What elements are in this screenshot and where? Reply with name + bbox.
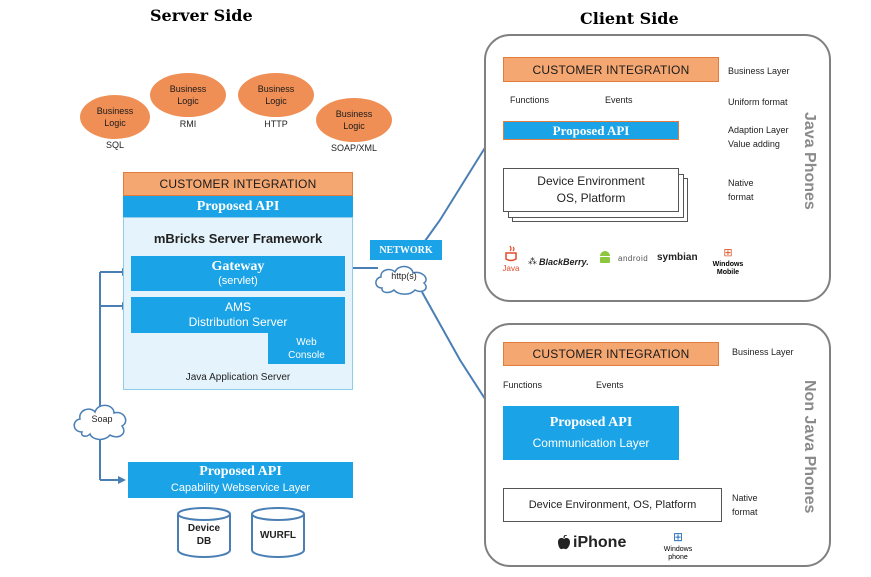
nonjava-comm-layer: Communication Layer [532, 436, 650, 450]
network-protocol: http(s) [391, 271, 417, 281]
java-note-value: Value adding [728, 139, 780, 149]
nonjava-customer-integration: CUSTOMER INTEGRATION [503, 342, 719, 366]
nonjava-proposed-api: Proposed API [549, 415, 633, 430]
business-logic-rmi: Business Logic [150, 73, 226, 117]
nonjava-note-business: Business Layer [732, 347, 794, 357]
server-side-title: Server Side [150, 6, 253, 25]
web-console-box: Web Console [268, 333, 345, 364]
blackberry-logo-text: BlackBerry. [539, 256, 589, 267]
nonjava-phones-label: Non Java Phones [801, 380, 818, 514]
apple-icon [558, 535, 570, 550]
windows-mobile-logo: ⊞ Windows Mobile [708, 243, 748, 277]
java-note-business: Business Layer [728, 66, 790, 76]
client-side-title: Client Side [580, 9, 679, 28]
caption-rmi: RMI [179, 119, 197, 129]
business-logic-http: Business Logic [238, 73, 314, 117]
iphone-logo-text: iPhone [573, 534, 627, 551]
device-db-cylinder-icon [177, 507, 231, 558]
java-logo-text: Java [502, 264, 520, 273]
device-db-line1: Device [187, 523, 221, 534]
nonjava-events-label: Events [596, 380, 624, 390]
ams-title: AMS [224, 300, 251, 314]
gateway-title: Gateway [211, 258, 265, 274]
nonjava-note-format: format [732, 507, 758, 517]
java-events-label: Events [605, 95, 633, 105]
nonjava-proposed-api-box: Proposed API Communication Layer [503, 406, 679, 460]
android-logo-text: android [618, 254, 649, 263]
windows-mobile-text: Windows Mobile [712, 261, 744, 276]
ams-box: AMS Distribution Server [131, 297, 345, 333]
device-db-line2: DB [196, 536, 212, 547]
java-note-format: format [728, 192, 754, 202]
soap-cloud-icon [73, 404, 127, 441]
capability-layer-box: Proposed API Capability Webservice Layer [128, 462, 353, 498]
business-logic-sql: Business Logic [80, 95, 150, 139]
symbian-logo: symbian [657, 252, 698, 263]
android-logo [598, 250, 612, 269]
network-cloud-icon [375, 265, 427, 295]
caption-http: HTTP [264, 119, 288, 129]
java-customer-integration: CUSTOMER INTEGRATION [503, 57, 719, 82]
android-robot-icon [600, 251, 610, 263]
nonjava-functions-label: Functions [503, 380, 543, 390]
device-db-label: Device DB [176, 522, 232, 548]
nonjava-note-native: Native [732, 493, 758, 503]
java-device-env-line1: Device Environment [537, 174, 645, 188]
capability-subtitle: Capability Webservice Layer [170, 482, 311, 494]
caption-sql: SQL [105, 140, 124, 150]
blackberry-logo: ⁂ BlackBerry. [528, 256, 589, 267]
iphone-logo: iPhone [557, 534, 626, 552]
server-customer-integration: CUSTOMER INTEGRATION [123, 172, 353, 196]
java-logo: Java [500, 244, 522, 273]
caption-soap-xml: SOAP/XML [330, 143, 377, 153]
java-note-adaption: Adaption Layer [728, 125, 789, 135]
nonjava-device-env-box: Device Environment, OS, Platform [503, 488, 722, 522]
java-device-env-box: Device Environment OS, Platform [503, 168, 679, 212]
blackberry-icon: ⁂ [528, 256, 537, 266]
windows-phone-text: Windows phone [663, 546, 693, 561]
gateway-subtitle: (servlet) [218, 274, 258, 287]
soap-label: Soap [91, 414, 113, 424]
ams-subtitle: Distribution Server [188, 315, 288, 329]
java-proposed-api: Proposed API [503, 121, 679, 140]
wurfl-label: WURFL [259, 530, 297, 541]
java-device-env-line2: OS, Platform [556, 191, 626, 205]
java-cup-icon [505, 245, 517, 262]
web-console-line1: Web [296, 336, 317, 348]
java-note-uniform: Uniform format [728, 97, 788, 107]
server-proposed-api: Proposed API [123, 196, 353, 217]
windows-phone-logo: ⊞ Windows phone [660, 528, 696, 562]
business-logic-soap: Business Logic [316, 98, 392, 142]
capability-title: Proposed API [199, 464, 282, 479]
framework-title: mBricks Server Framework [153, 231, 323, 246]
windows-flag-icon: ⊞ [723, 247, 733, 259]
java-note-native: Native [728, 178, 754, 188]
network-label: NETWORK [370, 240, 442, 260]
windows-phone-icon: ⊞ [672, 530, 684, 544]
java-functions-label: Functions [510, 95, 550, 105]
java-app-server-label: Java Application Server [185, 372, 291, 383]
java-phones-label: Java Phones [801, 112, 818, 210]
gateway-box: Gateway (servlet) [131, 256, 345, 291]
web-console-line2: Console [288, 349, 325, 361]
wurfl-cylinder-icon [251, 507, 305, 558]
